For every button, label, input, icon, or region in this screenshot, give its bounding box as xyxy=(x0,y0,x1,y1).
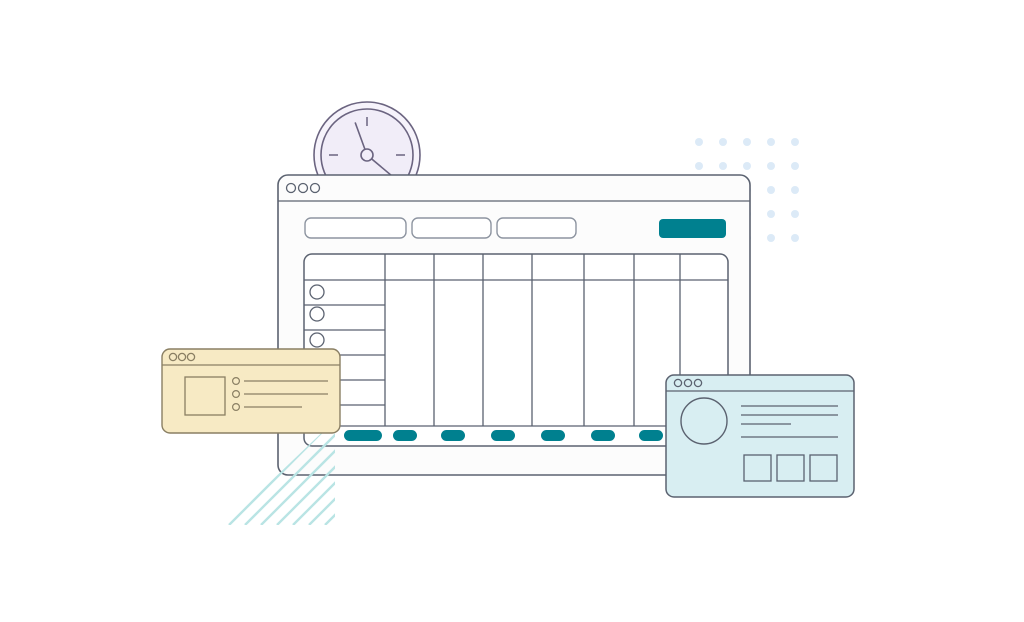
primary-action-button[interactable] xyxy=(659,219,726,238)
footer-pill[interactable] xyxy=(393,430,417,441)
toolbar-field-3[interactable] xyxy=(496,217,577,239)
grid-dot xyxy=(743,162,751,170)
grid-dot xyxy=(767,234,775,242)
grid-dot xyxy=(767,162,775,170)
grid-dot xyxy=(767,210,775,218)
hatch-line xyxy=(276,420,335,525)
grid-dot xyxy=(695,138,703,146)
window-dot-minimize[interactable] xyxy=(177,352,187,362)
hatch-line xyxy=(308,420,335,525)
window-control-dots[interactable] xyxy=(168,352,196,362)
row-select-circle[interactable] xyxy=(309,332,325,348)
window-dot-maximize[interactable] xyxy=(309,182,321,194)
row-select-circles[interactable] xyxy=(309,284,325,348)
footer-pill[interactable] xyxy=(591,430,615,441)
grid-dot xyxy=(791,162,799,170)
yellow-overlay-card[interactable] xyxy=(161,348,341,434)
hatch-line xyxy=(225,420,287,525)
row-select-circle[interactable] xyxy=(309,306,325,322)
window-dot-minimize[interactable] xyxy=(297,182,309,194)
clock-hour-hand xyxy=(366,154,395,177)
grid-dot xyxy=(791,186,799,194)
window-dot-maximize[interactable] xyxy=(693,378,703,388)
grid-dot xyxy=(791,234,799,242)
toolbar[interactable] xyxy=(304,217,577,239)
window-dot-close[interactable] xyxy=(673,378,683,388)
grid-dot xyxy=(767,186,775,194)
avatar-circle xyxy=(680,397,728,445)
footer-pill[interactable] xyxy=(491,430,515,441)
grid-dot xyxy=(695,162,703,170)
thumbnail-placeholder xyxy=(184,376,226,416)
wall-clock xyxy=(313,101,421,177)
hatch-line xyxy=(292,420,335,525)
window-dot-maximize[interactable] xyxy=(186,352,196,362)
tile-placeholder[interactable] xyxy=(809,454,838,482)
grid-dot xyxy=(719,162,727,170)
clock-hub xyxy=(360,148,374,162)
data-table-footer-pills[interactable] xyxy=(344,430,663,441)
window-dot-close[interactable] xyxy=(168,352,178,362)
grid-dot xyxy=(719,138,727,146)
list-bullet-icon[interactable] xyxy=(232,377,241,386)
yellow-card-list[interactable] xyxy=(232,377,328,412)
data-table[interactable] xyxy=(303,253,729,447)
tile-placeholder[interactable] xyxy=(743,454,772,482)
window-control-dots[interactable] xyxy=(673,378,703,388)
blue-card-tiles[interactable] xyxy=(743,454,838,482)
list-bullet-icon[interactable] xyxy=(232,390,241,399)
footer-pill[interactable] xyxy=(344,430,382,441)
row-select-circle[interactable] xyxy=(309,284,325,300)
toolbar-field-2[interactable] xyxy=(411,217,492,239)
footer-pill[interactable] xyxy=(441,430,465,441)
grid-dot xyxy=(767,138,775,146)
toolbar-field-1[interactable] xyxy=(304,217,407,239)
data-table-frame xyxy=(303,253,729,447)
grid-dot xyxy=(791,210,799,218)
blue-card-text-lines xyxy=(741,405,838,438)
hatch-line xyxy=(225,420,271,525)
hatch-line xyxy=(244,420,335,525)
footer-pill[interactable] xyxy=(541,430,565,441)
blue-profile-card[interactable] xyxy=(665,374,855,498)
list-bullet-icon[interactable] xyxy=(232,403,241,412)
hatch-line xyxy=(260,420,335,525)
main-application-window[interactable] xyxy=(277,174,751,476)
tile-placeholder[interactable] xyxy=(776,454,805,482)
clock-face xyxy=(320,108,414,177)
grid-dot xyxy=(791,138,799,146)
window-control-dots[interactable] xyxy=(285,182,321,194)
window-dot-close[interactable] xyxy=(285,182,297,194)
window-dot-minimize[interactable] xyxy=(683,378,693,388)
grid-dot xyxy=(743,138,751,146)
footer-pill[interactable] xyxy=(639,430,663,441)
